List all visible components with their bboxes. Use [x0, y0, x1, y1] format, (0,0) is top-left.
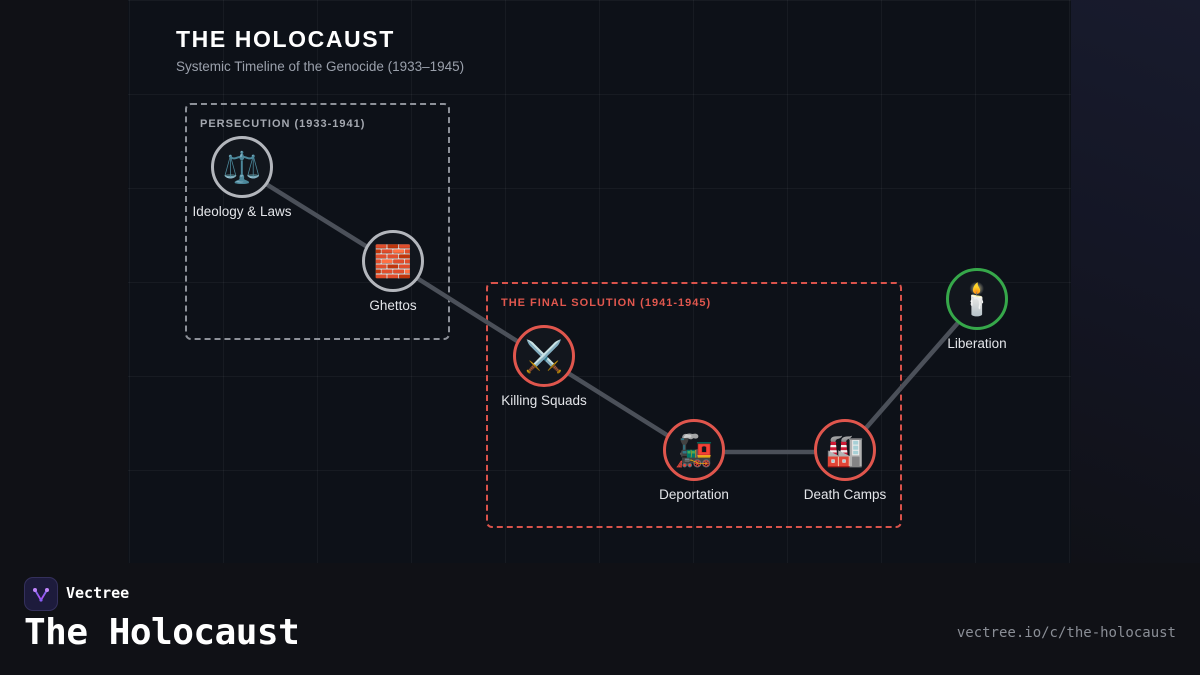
phase-label-persecution: PERSECUTION (1933-1941): [200, 118, 366, 130]
diagram-title: THE HOLOCAUST: [176, 26, 395, 52]
crossed-swords-icon: ⚔️: [513, 325, 575, 387]
vectree-logo-mark-icon: [33, 588, 49, 602]
edge-death-camps-to-liberation: [842, 298, 980, 455]
node-liberation[interactable]: 🕯️ Liberation: [907, 268, 1047, 351]
node-label: Ideology & Laws: [192, 204, 292, 219]
factory-icon: 🏭: [814, 419, 876, 481]
phase-group-persecution: PERSECUTION (1933-1941): [185, 103, 450, 340]
phase-label-final-solution: THE FINAL SOLUTION (1941-1945): [501, 297, 712, 309]
diagram-subtitle: Systemic Timeline of the Genocide (1933–…: [176, 59, 465, 74]
node-ghettos[interactable]: 🧱 Ghettos: [323, 230, 463, 313]
node-deportation[interactable]: 🚂 Deportation: [624, 419, 764, 502]
footer: [0, 563, 1200, 675]
scales-icon: ⚖️: [211, 136, 273, 198]
node-label: Deportation: [659, 487, 729, 502]
vectree-logo[interactable]: [24, 577, 58, 611]
node-label: Killing Squads: [501, 393, 587, 408]
node-death-camps[interactable]: 🏭 Death Camps: [775, 419, 915, 502]
candle-icon: 🕯️: [946, 268, 1008, 330]
node-label: Ghettos: [369, 298, 417, 313]
background-glow: [1071, 0, 1200, 563]
phase-group-final-solution: THE FINAL SOLUTION (1941-1945): [486, 282, 902, 528]
node-label: Death Camps: [803, 487, 887, 502]
node-label: Liberation: [947, 336, 1007, 351]
node-killing-squads[interactable]: ⚔️ Killing Squads: [474, 325, 614, 408]
diagram-canvas: [128, 0, 1071, 563]
footer-title: The Holocaust: [24, 612, 300, 653]
brick-wall-icon: 🧱: [362, 230, 424, 292]
brand-name[interactable]: Vectree: [66, 584, 130, 602]
footer-url[interactable]: vectree.io/c/the-holocaust: [956, 625, 1176, 641]
locomotive-icon: 🚂: [663, 419, 725, 481]
node-ideology-laws[interactable]: ⚖️ Ideology & Laws: [172, 136, 312, 219]
